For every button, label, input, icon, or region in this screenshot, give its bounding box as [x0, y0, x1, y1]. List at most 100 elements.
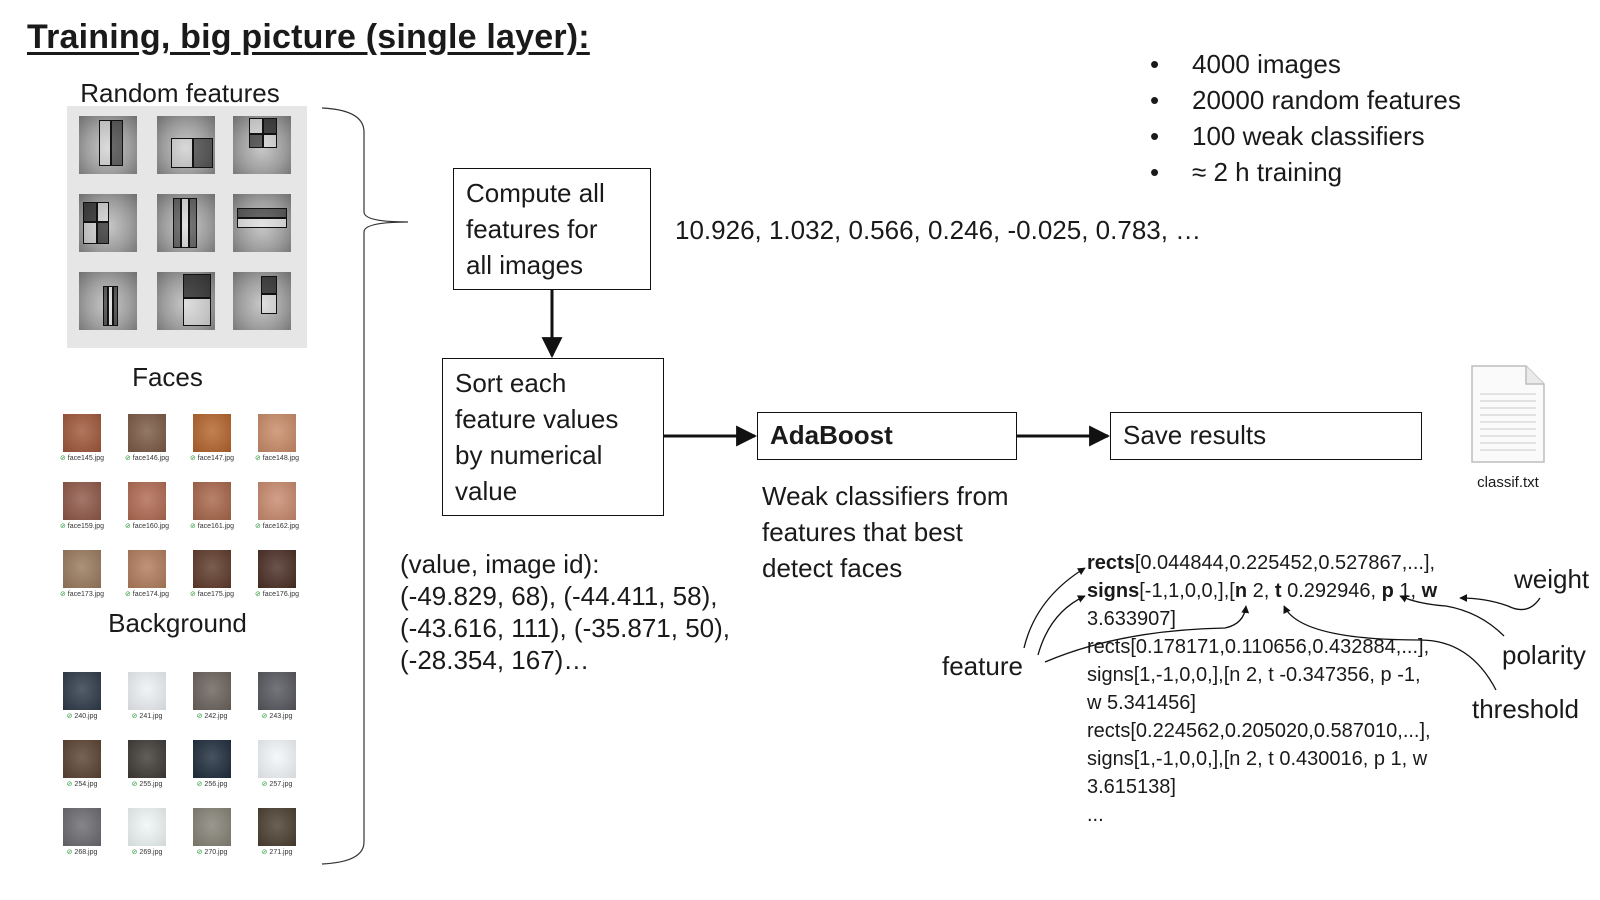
grouping-brace: [321, 107, 409, 865]
background-thumbnail-image: [193, 808, 231, 846]
adaboost-box: AdaBoost: [757, 412, 1017, 460]
sync-check-icon: ⊘: [124, 523, 133, 530]
code-line: ...: [1087, 804, 1104, 826]
sync-check-icon: ⊘: [66, 781, 75, 788]
background-thumbnail-caption: ⊘ 255.jpg: [131, 781, 163, 788]
background-thumbnail-caption: ⊘ 243.jpg: [261, 713, 293, 720]
sync-check-icon: ⊘: [59, 591, 68, 598]
save-results-box: Save results: [1110, 412, 1422, 460]
sync-check-icon: ⊘: [261, 713, 270, 720]
feature-thumb: [233, 272, 291, 330]
adaboost-desc-line: Weak classifiers from: [762, 481, 1009, 511]
polarity-arrow: [1399, 595, 1505, 637]
face-thumbnail-image: [258, 414, 296, 452]
sync-check-icon: ⊘: [59, 455, 68, 462]
background-thumbnail-image: [63, 672, 101, 710]
sorted-line: (-43.616, 111), (-35.871, 50),: [400, 613, 731, 643]
code-line: signs[1,-1,0,0,],[n 2, t -0.347356, p -1…: [1087, 664, 1421, 686]
code-line: rects[0.224562,0.205020,0.587010,...],: [1087, 720, 1431, 742]
feature-thumb: [233, 116, 291, 174]
sync-check-icon: ⊘: [66, 713, 75, 720]
background-thumbnail-caption: ⊘ 240.jpg: [66, 713, 98, 720]
code-line: 3.615138]: [1087, 776, 1176, 798]
sort-line: feature values: [455, 404, 619, 434]
sort-line: by numerical: [455, 440, 603, 470]
code-line: signs[-1,1,0,0,],[n 2, t 0.292946, p 1, …: [1087, 580, 1438, 602]
polarity-annotation: polarity: [1502, 640, 1586, 670]
sync-check-icon: ⊘: [59, 523, 68, 530]
random-features-label: Random features: [80, 78, 280, 108]
face-thumbnail: ⊘ face160.jpg: [117, 482, 177, 530]
code-line: 3.633907]: [1087, 608, 1176, 630]
face-thumbnail-caption: ⊘ face173.jpg: [59, 591, 104, 598]
sync-check-icon: ⊘: [189, 591, 198, 598]
background-thumbnail: ⊘ 271.jpg: [247, 808, 307, 856]
background-thumbnail: ⊘ 240.jpg: [52, 672, 112, 720]
face-thumbnail: ⊘ face173.jpg: [52, 550, 112, 598]
text-file-icon: [1468, 364, 1548, 464]
compute-line: all images: [466, 250, 584, 280]
face-thumbnail: ⊘ face145.jpg: [52, 414, 112, 462]
face-thumbnail-caption: ⊘ face174.jpg: [124, 591, 169, 598]
background-thumbnail: ⊘ 242.jpg: [182, 672, 242, 720]
feature-thumb: [79, 116, 137, 174]
sync-check-icon: ⊘: [254, 591, 263, 598]
code-line: rects[0.178171,0.110656,0.432884,...],: [1087, 636, 1430, 658]
face-thumbnail: ⊘ face162.jpg: [247, 482, 307, 530]
face-thumbnail-caption: ⊘ face159.jpg: [59, 523, 104, 530]
sync-check-icon: ⊘: [261, 849, 270, 856]
background-thumbnail-caption: ⊘ 270.jpg: [196, 849, 228, 856]
face-thumbnail-image: [63, 414, 101, 452]
background-thumbnail-image: [128, 672, 166, 710]
compute-line: Compute all: [466, 178, 605, 208]
random-features-panel: [67, 106, 307, 348]
code-line: w 5.341456]: [1087, 692, 1196, 714]
background-thumbnail-caption: ⊘ 271.jpg: [261, 849, 293, 856]
background-thumbnail-image: [128, 808, 166, 846]
threshold-annotation: threshold: [1472, 694, 1579, 724]
weight-arrow: [1459, 594, 1541, 611]
compute-line: features for: [466, 214, 598, 244]
face-thumbnail-caption: ⊘ face161.jpg: [189, 523, 234, 530]
sort-features-box: Sort each feature values by numerical va…: [442, 358, 664, 516]
feature-thumb: [157, 272, 215, 330]
background-thumbnail: ⊘ 254.jpg: [52, 740, 112, 788]
sync-check-icon: ⊘: [131, 781, 140, 788]
background-thumbnail-image: [193, 672, 231, 710]
face-thumbnail-image: [193, 482, 231, 520]
face-thumbnail-caption: ⊘ face176.jpg: [254, 591, 299, 598]
face-thumbnail-caption: ⊘ face160.jpg: [124, 523, 169, 530]
weight-annotation: weight: [1514, 564, 1590, 594]
face-thumbnail-image: [63, 482, 101, 520]
adaboost-description: Weak classifiers from features that best…: [762, 478, 1009, 586]
face-thumbnail-caption: ⊘ face175.jpg: [189, 591, 234, 598]
stat-item: 100 weak classifiers: [1150, 118, 1461, 154]
sync-check-icon: ⊘: [261, 781, 270, 788]
face-thumbnail-caption: ⊘ face147.jpg: [189, 455, 234, 462]
background-thumbnail: ⊘ 241.jpg: [117, 672, 177, 720]
background-thumbnail-image: [63, 808, 101, 846]
face-thumbnail-image: [128, 550, 166, 588]
feature-arrow-signs: [1037, 595, 1086, 656]
face-thumbnail: ⊘ face146.jpg: [117, 414, 177, 462]
sync-check-icon: ⊘: [254, 455, 263, 462]
face-thumbnail: ⊘ face175.jpg: [182, 550, 242, 598]
sync-check-icon: ⊘: [196, 849, 205, 856]
faces-label: Faces: [132, 362, 203, 392]
face-thumbnail-caption: ⊘ face145.jpg: [59, 455, 104, 462]
stat-item: ≈ 2 h training: [1150, 154, 1461, 190]
face-thumbnail-image: [258, 482, 296, 520]
face-thumbnail-image: [128, 482, 166, 520]
adaboost-desc-line: features that best: [762, 517, 963, 547]
sync-check-icon: ⊘: [131, 713, 140, 720]
sorted-pairs-text: (value, image id): (-49.829, 68), (-44.4…: [400, 548, 730, 676]
face-thumbnail: ⊘ face147.jpg: [182, 414, 242, 462]
feature-thumb: [233, 194, 291, 252]
background-thumbnail: ⊘ 255.jpg: [117, 740, 177, 788]
background-thumbnail: ⊘ 268.jpg: [52, 808, 112, 856]
face-thumbnail-caption: ⊘ face162.jpg: [254, 523, 299, 530]
face-thumbnail: ⊘ face148.jpg: [247, 414, 307, 462]
background-thumbnail: ⊘ 270.jpg: [182, 808, 242, 856]
sorted-line: (-49.829, 68), (-44.411, 58),: [400, 581, 718, 611]
feature-thumb: [157, 194, 215, 252]
